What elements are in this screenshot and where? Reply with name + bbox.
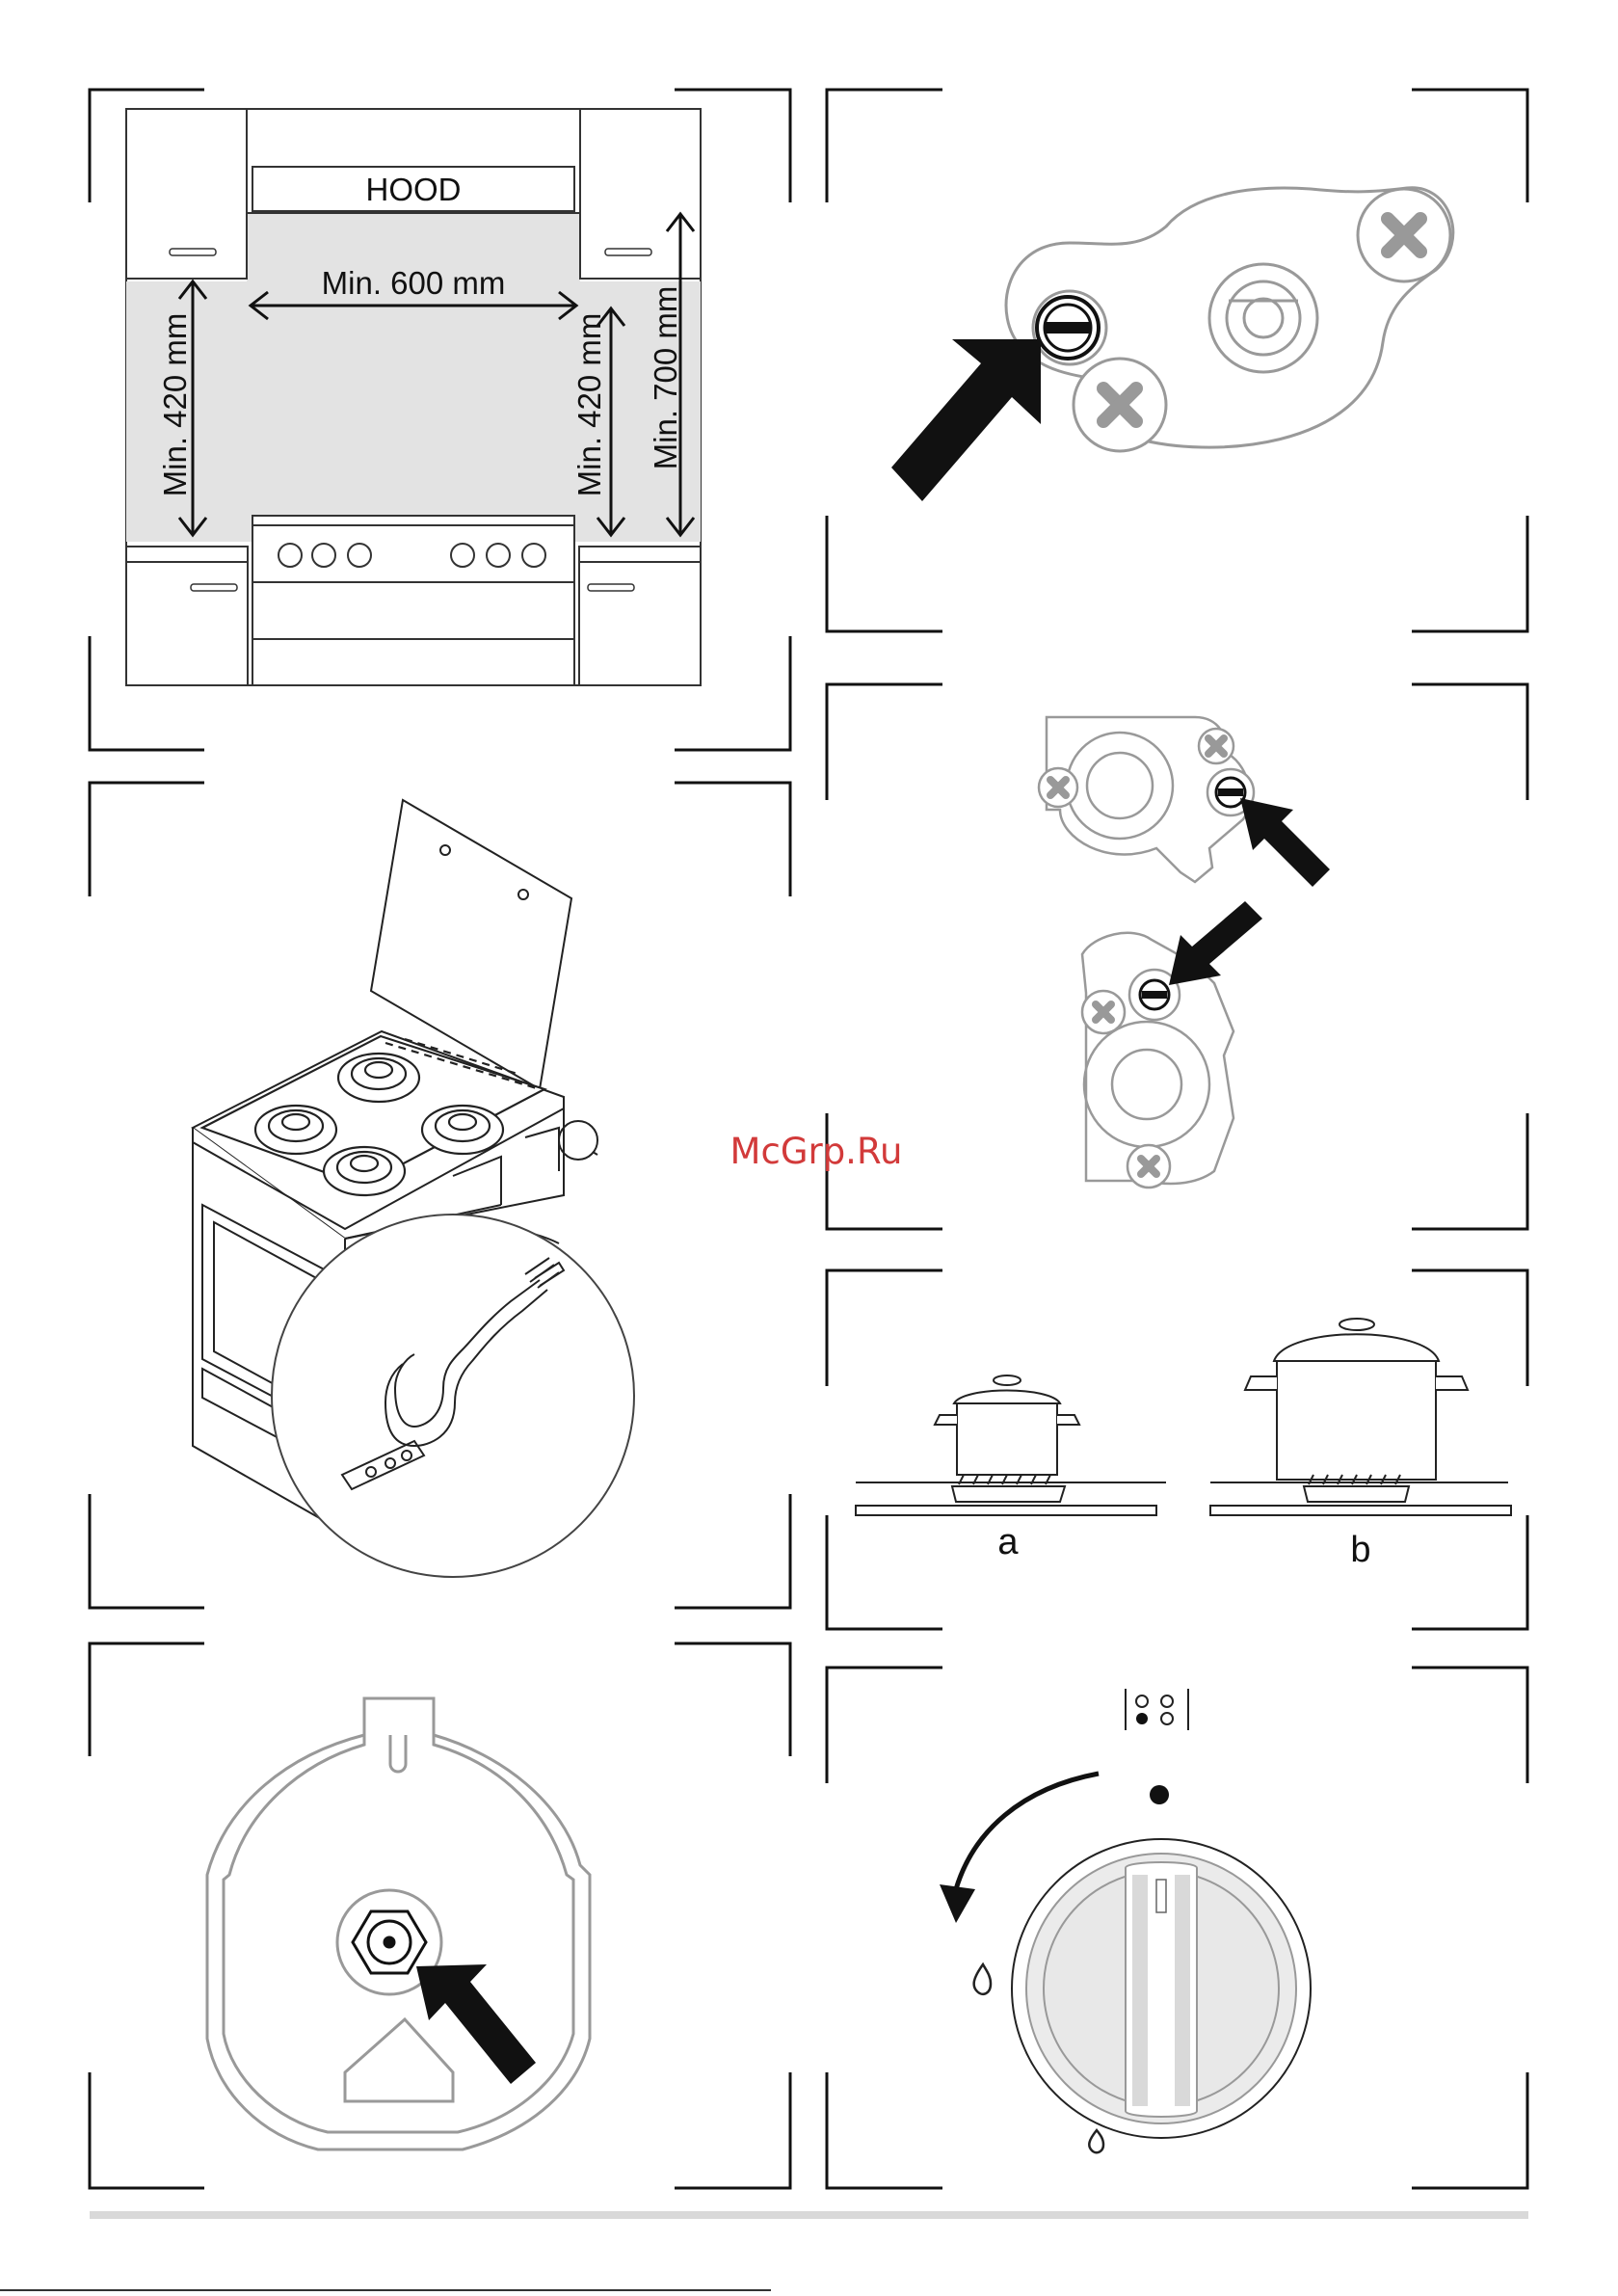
- footer-rule: [90, 2211, 1528, 2219]
- injector-nut-icon: [353, 1911, 426, 1973]
- hood-label: HOOD: [366, 172, 462, 207]
- dimension-hood-height-label: Min. 700 mm: [648, 286, 683, 470]
- burner-position-symbol: [1126, 1689, 1188, 1730]
- pointer-arrow-icon: [1169, 901, 1262, 985]
- dimension-left-height-label: Min. 420 mm: [157, 313, 193, 497]
- bypass-screw-icon: [1037, 297, 1099, 359]
- clearance-diagram: HOOD Min. 600: [126, 109, 701, 685]
- label-a: a: [997, 1522, 1019, 1562]
- pointer-arrow-icon: [416, 1964, 536, 2084]
- large-pan-drawing: [1210, 1319, 1511, 1515]
- large-flame-icon: [974, 1964, 991, 1994]
- pointer-arrow-icon: [1240, 798, 1330, 887]
- small-pan-drawing: [856, 1375, 1166, 1515]
- dimension-width-label: Min. 600 mm: [322, 265, 506, 301]
- off-position-dot: [1150, 1785, 1169, 1804]
- control-knob: [1012, 1839, 1311, 2138]
- pointer-arrow-icon: [891, 339, 1041, 501]
- label-b: b: [1350, 1530, 1370, 1570]
- small-flame-icon: [1089, 2130, 1103, 2152]
- dimension-right-height-label: Min. 420 mm: [571, 313, 607, 497]
- watermark: McGrp.Ru: [730, 1131, 903, 1172]
